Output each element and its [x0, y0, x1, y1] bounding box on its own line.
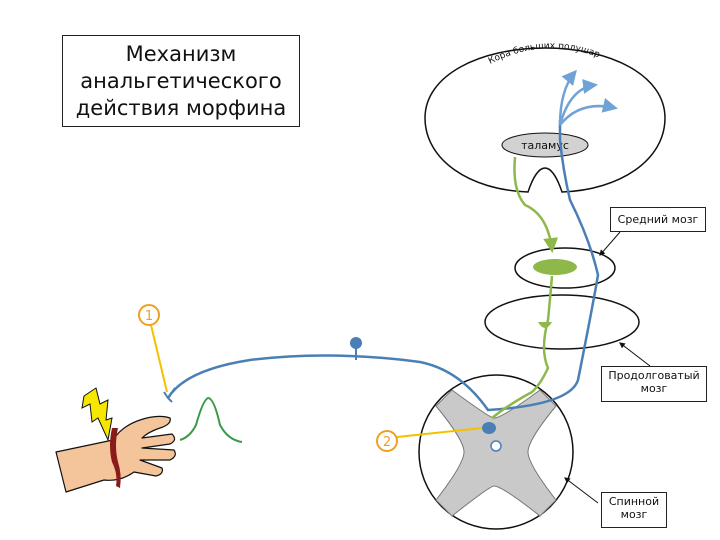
thalamus-shape	[501, 132, 589, 158]
marker-1-label: 1	[145, 309, 153, 324]
spinal-label-line-1: Спинной	[608, 495, 660, 508]
medulla-label-line-2: мозг	[640, 382, 668, 395]
medulla-label-box: Продолговатый мозг	[601, 366, 707, 402]
title-line-3: действия морфина	[75, 95, 287, 120]
action-potential-wave	[179, 396, 243, 443]
descending-pathway-lower	[491, 275, 554, 419]
medulla-shape	[484, 294, 640, 350]
central-canal	[490, 440, 502, 452]
cell-body	[350, 337, 362, 349]
cortex-projection-2	[558, 78, 598, 126]
medulla-pointer	[619, 342, 651, 367]
medulla-synapse	[538, 322, 552, 328]
spinal-pointer	[564, 477, 599, 504]
title-box: Механизм анальгетического действия морфи…	[62, 35, 300, 127]
marker-2-pointer	[396, 427, 483, 438]
midbrain-nucleus	[533, 259, 577, 275]
spinal-grey-matter	[435, 389, 557, 517]
marker-2	[376, 430, 398, 452]
marker-1	[138, 304, 160, 326]
descending-pathway-upper	[513, 156, 559, 253]
thalamus-label: таламус	[521, 139, 569, 152]
brain-outline	[424, 47, 666, 193]
midbrain-label-box: Средний мозг	[610, 207, 706, 232]
cortex-projection-1	[558, 69, 577, 126]
marker-1-pointer	[150, 324, 168, 393]
title-line-1: Механизм	[125, 41, 237, 66]
spinal-label-box: Спинной мозг	[601, 492, 667, 528]
midbrain-label: Средний мозг	[617, 213, 699, 226]
peripheral-terminal	[163, 387, 176, 403]
lightning-icon	[81, 387, 113, 442]
spinal-synapse	[482, 422, 496, 434]
ascending-pain-pathway	[166, 120, 600, 412]
marker-2-label: 2	[383, 435, 391, 450]
cortex-projection-3	[559, 98, 618, 126]
hand-icon	[55, 415, 176, 493]
title-line-2: анальгетического	[80, 68, 282, 93]
cortex-label: Кора больших полушарий	[0, 0, 601, 67]
spinal-label-line-2: мозг	[620, 508, 648, 521]
medulla-label-line-1: Продолговатый	[608, 369, 700, 382]
midbrain-pointer	[599, 231, 621, 256]
